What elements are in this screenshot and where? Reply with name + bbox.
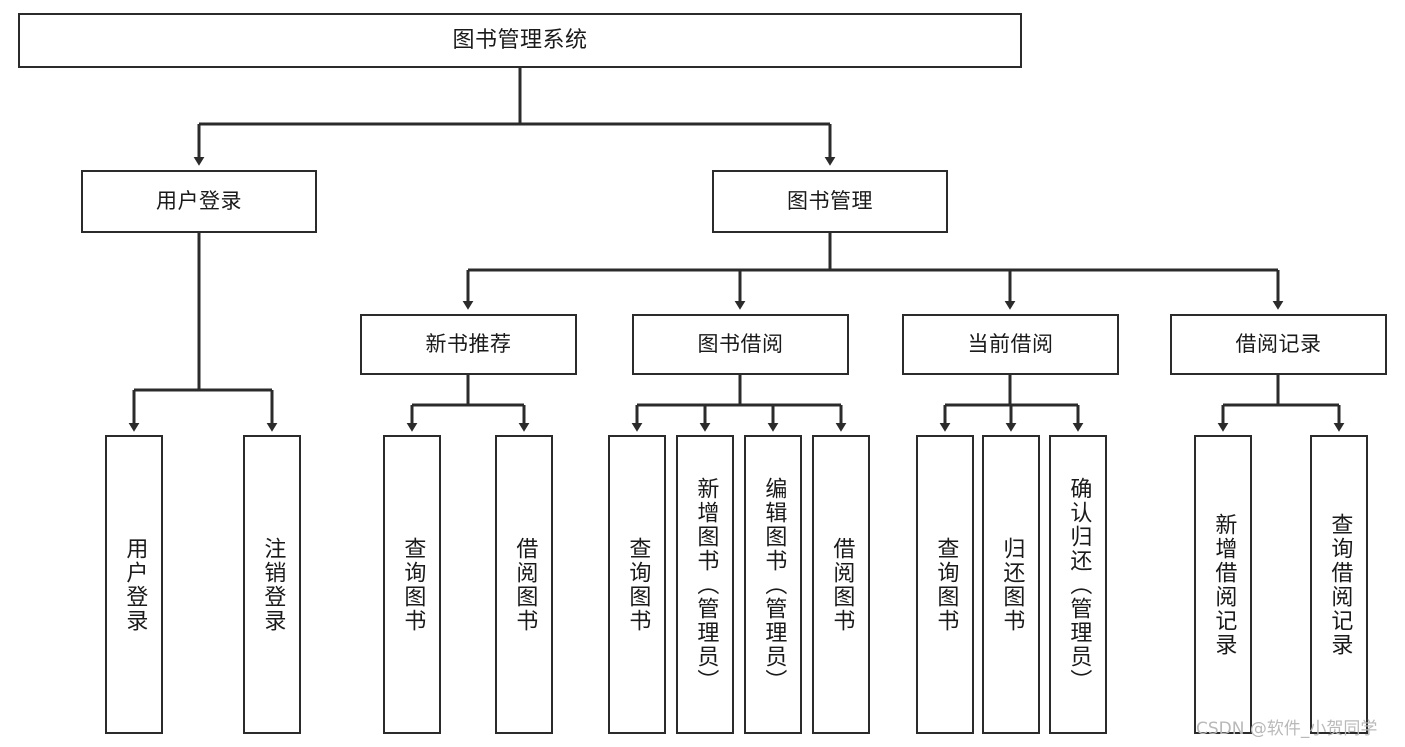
leaf-new-book-borrow-book[interactable]: 借阅图书 xyxy=(495,435,553,734)
leaf-current-borrow-confirm-return-admin[interactable]: 确认归还（管理员） xyxy=(1049,435,1107,734)
node-label: 新增借阅记录 xyxy=(1211,512,1237,657)
leaf-book-borrow-edit-book-admin[interactable]: 编辑图书（管理员） xyxy=(744,435,802,734)
node-label: 当前借阅 xyxy=(967,332,1054,357)
node-label: 借阅图书 xyxy=(829,536,855,633)
node-new-book-recommend[interactable]: 新书推荐 xyxy=(360,314,577,375)
node-label: 编辑图书（管理员） xyxy=(761,476,787,693)
node-label: 注销登录 xyxy=(260,536,286,633)
node-book-borrow[interactable]: 图书借阅 xyxy=(632,314,849,375)
node-label: 查询图书 xyxy=(933,536,959,633)
node-root-book-management-system[interactable]: 图书管理系统 xyxy=(18,13,1022,68)
node-borrow-record[interactable]: 借阅记录 xyxy=(1170,314,1387,375)
node-label: 确认归还（管理员） xyxy=(1066,476,1092,693)
node-label: 归还图书 xyxy=(999,536,1025,633)
node-label: 借阅图书 xyxy=(512,536,538,633)
leaf-borrow-record-query-record[interactable]: 查询借阅记录 xyxy=(1310,435,1368,734)
leaf-new-book-query-book[interactable]: 查询图书 xyxy=(383,435,441,734)
node-label: 用户登录 xyxy=(156,189,242,214)
leaf-borrow-record-add-record[interactable]: 新增借阅记录 xyxy=(1194,435,1252,734)
watermark-text: CSDN @软件_小贺同学 xyxy=(1196,719,1378,739)
node-label: 查询图书 xyxy=(400,536,426,633)
leaf-book-borrow-borrow-book[interactable]: 借阅图书 xyxy=(812,435,870,734)
node-label: 图书管理 xyxy=(787,189,873,214)
node-label: 新增图书（管理员） xyxy=(693,476,719,693)
leaf-user-login-logout[interactable]: 注销登录 xyxy=(243,435,301,734)
leaf-book-borrow-add-book-admin[interactable]: 新增图书（管理员） xyxy=(676,435,734,734)
node-user-login[interactable]: 用户登录 xyxy=(81,170,317,233)
node-label: 图书管理系统 xyxy=(452,27,588,53)
node-label: 借阅记录 xyxy=(1235,332,1322,357)
node-label: 图书借阅 xyxy=(697,332,784,357)
node-current-borrow[interactable]: 当前借阅 xyxy=(902,314,1119,375)
leaf-current-borrow-return-book[interactable]: 归还图书 xyxy=(982,435,1040,734)
leaf-user-login-login[interactable]: 用户登录 xyxy=(105,435,163,734)
node-label: 用户登录 xyxy=(122,536,148,633)
node-label: 查询借阅记录 xyxy=(1327,512,1353,657)
node-book-management[interactable]: 图书管理 xyxy=(712,170,948,233)
node-label: 新书推荐 xyxy=(425,332,512,357)
leaf-current-borrow-query-book[interactable]: 查询图书 xyxy=(916,435,974,734)
leaf-book-borrow-query-book[interactable]: 查询图书 xyxy=(608,435,666,734)
node-label: 查询图书 xyxy=(625,536,651,633)
